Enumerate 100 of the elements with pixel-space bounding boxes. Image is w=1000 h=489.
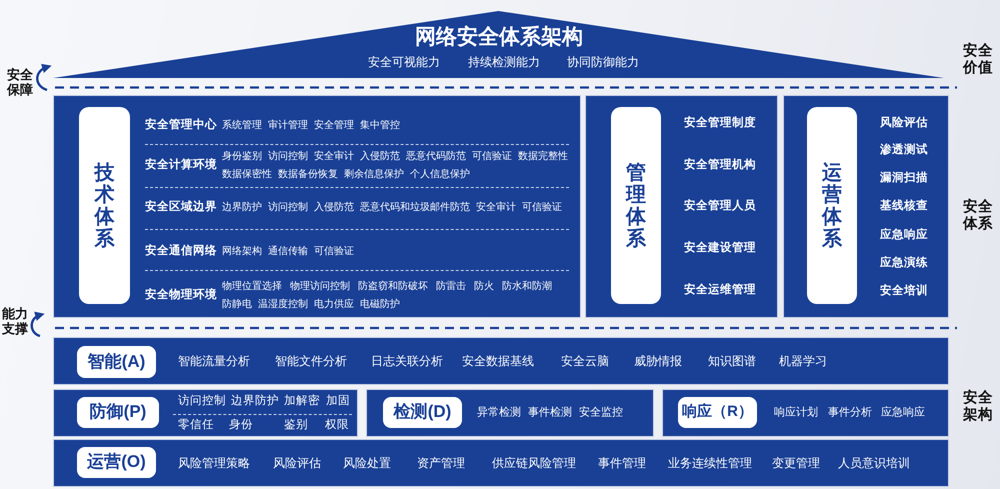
feature-label: 安全管理人员 (684, 200, 756, 214)
feature-label: 渗透测试 (880, 144, 928, 158)
feature-label: 威胁情报 (634, 354, 682, 368)
feature-label: 边界防护 (231, 395, 279, 409)
feature-label: 应急响应 (881, 406, 925, 420)
feature-label: 安全监控 (579, 406, 623, 420)
feature-label: 漏洞扫描 (880, 172, 928, 186)
feature-label: 安全运维管理 (684, 284, 756, 298)
feature-label: 安全云脑 (561, 354, 609, 368)
feature-label: 个人信息保护 (410, 168, 470, 180)
category-tag: 运营体系 (807, 107, 857, 304)
capability-bar (53, 337, 949, 385)
feature-label: 访问控制 (178, 395, 226, 409)
feature-label: 智能文件分析 (275, 354, 347, 368)
feature-label: 权限 (325, 419, 349, 433)
banner-heading: 网络安全体系架构 (415, 24, 583, 50)
feature-label: 集中管控 (360, 120, 400, 132)
feature-label: 异常检测 (477, 406, 521, 420)
feature-label: 零信任 (178, 419, 214, 433)
category-tag: 运营(O) (77, 447, 156, 478)
feature-label: 安全审计 (476, 202, 516, 214)
feature-label: 可信验证 (314, 246, 354, 258)
feature-label: 安全管理制度 (684, 117, 756, 131)
feature-label: 鉴别 (284, 419, 308, 433)
capability-bar (662, 389, 949, 437)
feature-label: 数据保密性 (222, 168, 272, 180)
category-tag: 管理体系 (611, 107, 661, 304)
feature-label: 机器学习 (779, 354, 827, 368)
category-tag: 技术体系 (79, 107, 130, 304)
capability-text: 持续检测能力 (468, 54, 540, 70)
feature-label: 应急演练 (880, 257, 928, 271)
feature-label: 边界防护 (222, 202, 262, 214)
feature-label: 访问控制 (268, 151, 308, 163)
feature-label: 风险管理策略 (178, 456, 250, 470)
feature-label: 审计管理 (268, 120, 308, 132)
feature-label: 访问控制 (268, 202, 308, 214)
capability-bar (366, 389, 654, 437)
system-panel (53, 95, 581, 318)
feature-label: 事件分析 (828, 406, 872, 420)
feature-label: 变更管理 (772, 456, 820, 470)
feature-label: 风险评估 (273, 456, 321, 470)
feature-label: 日志关联分析 (371, 354, 443, 368)
feature-label: 身份 (229, 419, 253, 433)
side-label: 能力支撑 (2, 307, 29, 337)
feature-label: 安全管理机构 (684, 159, 756, 173)
feature-label: 事件管理 (598, 456, 646, 470)
feature-label: 恶意代码防范 (406, 151, 466, 163)
category-tag: 检测(D) (383, 397, 462, 428)
feature-label: 防雷击 (436, 281, 466, 293)
feature-label: 恶意代码和垃圾邮件防范 (360, 202, 470, 214)
feature-label: 入侵防范 (360, 151, 400, 163)
feature-label: 温湿度控制 (258, 298, 308, 310)
section-heading: 安全通信网络 (145, 245, 217, 259)
roof-banner (53, 11, 944, 78)
feature-label: 风险处置 (343, 456, 391, 470)
capability-bar (53, 439, 949, 487)
section-heading: 安全区域边界 (145, 201, 217, 215)
system-panel (783, 95, 949, 318)
feature-label: 应急响应 (880, 229, 928, 243)
feature-label: 资产管理 (417, 456, 465, 470)
feature-label: 可信验证 (522, 202, 562, 214)
feature-label: 剩余信息保护 (344, 168, 404, 180)
feature-label: 防静电 (222, 298, 252, 310)
side-label: 安全保障 (7, 68, 34, 98)
section-heading: 安全管理中心 (145, 118, 217, 132)
feature-label: 安全管理 (314, 120, 354, 132)
feature-label: 加固 (326, 395, 350, 409)
side-label: 安全体系 (963, 199, 994, 232)
feature-label: 安全建设管理 (684, 242, 756, 256)
section-heading: 安全计算环境 (145, 159, 217, 173)
feature-label: 电磁防护 (360, 298, 400, 310)
feature-label: 智能流量分析 (178, 354, 250, 368)
feature-label: 入侵防范 (314, 202, 354, 214)
category-tag: 响应（R） (678, 397, 757, 428)
feature-label: 业务连续性管理 (668, 456, 752, 470)
feature-label: 物理访问控制 (290, 281, 350, 293)
feature-label: 安全数据基线 (462, 354, 534, 368)
feature-label: 防水和防潮 (502, 281, 552, 293)
feature-label: 防盗窃和防破坏 (358, 281, 428, 293)
feature-label: 风险评估 (880, 117, 928, 131)
feature-label: 系统管理 (222, 120, 262, 132)
feature-label: 知识图谱 (708, 354, 756, 368)
feature-label: 可信验证 (472, 151, 512, 163)
side-label: 安全架构 (963, 390, 994, 424)
feature-label: 网络架构 (222, 246, 262, 258)
system-panel (585, 95, 778, 318)
feature-label: 防火 (474, 281, 494, 293)
feature-label: 数据备份恢复 (278, 168, 338, 180)
feature-label: 事件检测 (528, 406, 572, 420)
capability-text: 安全可视能力 (368, 54, 440, 70)
feature-label: 供应链风险管理 (492, 456, 576, 470)
category-tag: 智能(A) (77, 346, 156, 378)
capability-text: 协同防御能力 (567, 54, 639, 70)
feature-label: 数据完整性 (518, 151, 568, 163)
category-tag: 防御(P) (77, 397, 159, 428)
feature-label: 通信传输 (268, 246, 308, 258)
feature-label: 身份鉴别 (222, 151, 262, 163)
feature-label: 基线核查 (880, 200, 928, 214)
feature-label: 电力供应 (314, 298, 354, 310)
feature-label: 响应计划 (774, 406, 818, 420)
